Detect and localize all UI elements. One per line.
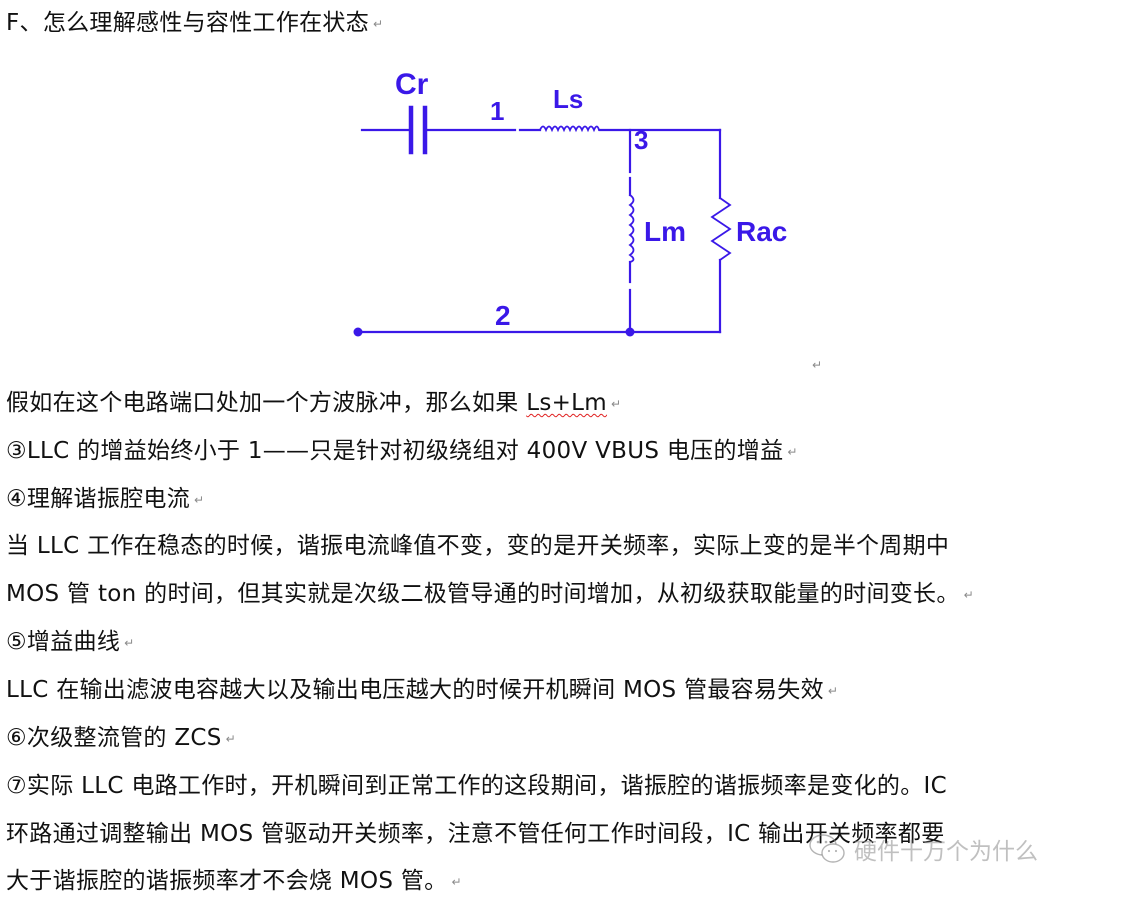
paragraph-text: ⑦实际 LLC 电路工作时，开机瞬间到正常工作的这段期间，谐振腔的谐振频率是变化… — [6, 773, 947, 799]
paragraph-mark: ↵ — [225, 731, 237, 746]
paragraph-text: 当 LLC 工作在稳态的时候，谐振电流峰值不变，变的是开关频率，实际上变的是半个… — [6, 533, 950, 559]
paragraph: ⑤增益曲线↵ — [6, 627, 134, 658]
watermark-text: 硬件十万个为什么 — [854, 839, 1038, 865]
label-ls: Ls — [553, 84, 583, 114]
paragraph-text: ③LLC 的增益始终小于 1——只是针对初级绕组对 400V VBUS 电压的增… — [6, 438, 784, 464]
llc-circuit-diagram: Cr 1 Ls 3 Lm Rac 2 — [353, 68, 787, 337]
paragraph-mark: ↵ — [124, 635, 135, 650]
junction-dot — [625, 327, 635, 337]
label-node2: 2 — [495, 300, 511, 331]
paragraph: ③LLC 的增益始终小于 1——只是针对初级绕组对 400V VBUS 电压的增… — [6, 436, 798, 467]
watermark: 硬件十万个为什么 — [808, 832, 1038, 866]
paragraph-mark: ↵ — [373, 16, 384, 31]
paragraph: 环路通过调整输出 MOS 管驱动开关频率，注意不管任何工作时间段，IC 输出开关… — [6, 819, 945, 849]
paragraph: MOS 管 ton 的时间，但其实就是次级二极管导通的时间增加，从初级获取能量的… — [6, 579, 974, 610]
paragraph-mark: ↵ — [963, 587, 975, 602]
paragraph: 假如在这个电路端口处加一个方波脉冲，那么如果 Ls+Lm↵ — [6, 388, 621, 419]
paragraph-text: 环路通过调整输出 MOS 管驱动开关频率，注意不管任何工作时间段，IC 输出开关… — [6, 821, 945, 847]
paragraph-mark: ↵ — [451, 874, 462, 889]
heading-text: F、怎么理解感性与容性工作在状态 — [6, 10, 370, 36]
label-node1: 1 — [490, 96, 504, 126]
paragraph: ⑦实际 LLC 电路工作时，开机瞬间到正常工作的这段期间，谐振腔的谐振频率是变化… — [6, 771, 947, 801]
paragraph-mark: ↵ — [194, 492, 205, 507]
inductor-ls — [538, 125, 601, 133]
paragraph-text: 假如在这个电路端口处加一个方波脉冲，那么如果 — [6, 390, 527, 416]
paragraph-mark: ↵ — [787, 444, 798, 459]
label-rac: Rac — [736, 216, 787, 247]
terminal-dot-left — [353, 327, 363, 337]
paragraph: 当 LLC 工作在稳态的时候，谐振电流峰值不变，变的是开关频率，实际上变的是半个… — [6, 531, 949, 561]
paragraph-text: LLC 在输出滤波电容越大以及输出电压越大的时候开机瞬间 MOS 管最容易失效 — [6, 677, 824, 703]
label-node3: 3 — [634, 125, 648, 155]
paragraph-mark: ↵ — [827, 683, 839, 698]
paragraph-text: ④理解谐振腔电流 — [6, 486, 191, 512]
section-heading: F、怎么理解感性与容性工作在状态↵ — [6, 8, 383, 39]
label-cr: Cr — [395, 68, 429, 101]
spellcheck-word: Ls+Lm — [526, 390, 608, 416]
paragraph: LLC 在输出滤波电容越大以及输出电压越大的时候开机瞬间 MOS 管最容易失效↵ — [6, 675, 838, 706]
paragraph-text: ⑥次级整流管的 ZCS — [6, 725, 222, 751]
paragraph-mark: ↵ — [812, 358, 823, 372]
paragraph-text: 大于谐振腔的谐振频率才不会烧 MOS 管。 — [6, 868, 448, 894]
inductor-lm — [628, 193, 635, 264]
resistor-rac — [710, 196, 732, 262]
wechat-icon — [809, 834, 845, 863]
paragraph: ④理解谐振腔电流↵ — [6, 484, 204, 515]
paragraph-text: MOS 管 ton 的时间，但其实就是次级二极管导通的时间增加，从初级获取能量的… — [6, 581, 960, 607]
paragraph-mark: ↵ — [611, 396, 622, 411]
label-lm: Lm — [644, 216, 686, 247]
paragraph-text: ⑤增益曲线 — [6, 629, 121, 655]
paragraph: ⑥次级整流管的 ZCS↵ — [6, 723, 236, 754]
paragraph: 大于谐振腔的谐振频率才不会烧 MOS 管。↵ — [6, 866, 462, 897]
